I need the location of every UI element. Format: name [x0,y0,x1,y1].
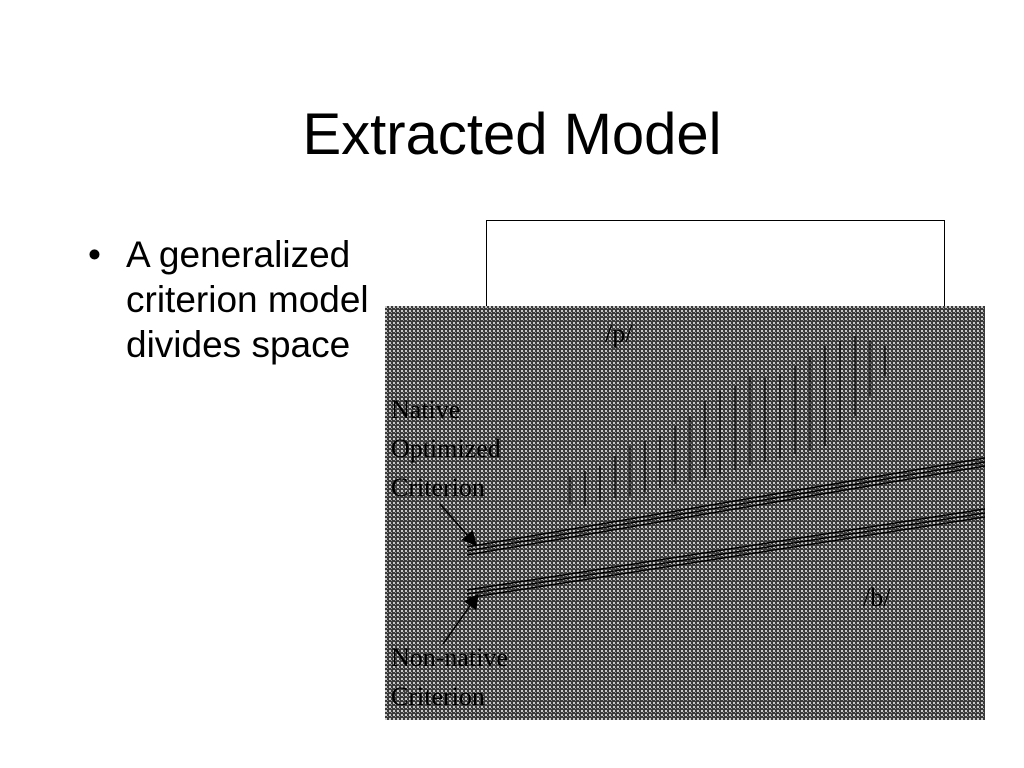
native-label-line1: Native [391,395,460,424]
nonnative-arrow [442,593,479,645]
b-region-label: /b/ [863,583,891,612]
p-region-label: /p/ [605,319,633,348]
bullet-list: A generalized criterion model divides sp… [88,232,418,367]
native-criterion-line [466,457,985,556]
native-arrow [439,503,477,547]
native-label-line3: Criterion [391,473,485,502]
bullet-item: A generalized criterion model divides sp… [88,232,418,367]
criterion-figure: /p/ /b/ Native Optimized Criterion Non-n… [385,306,985,720]
hatch-marks [569,336,886,506]
nonnative-criterion-line [466,508,985,599]
slide-title: Extracted Model [302,102,722,167]
nonnative-label-line2: Criterion [391,682,485,711]
nonnative-label-line1: Non-native [391,643,508,672]
native-label-line2: Optimized [391,434,501,463]
criterion-diagram: /p/ /b/ Native Optimized Criterion Non-n… [385,306,985,720]
